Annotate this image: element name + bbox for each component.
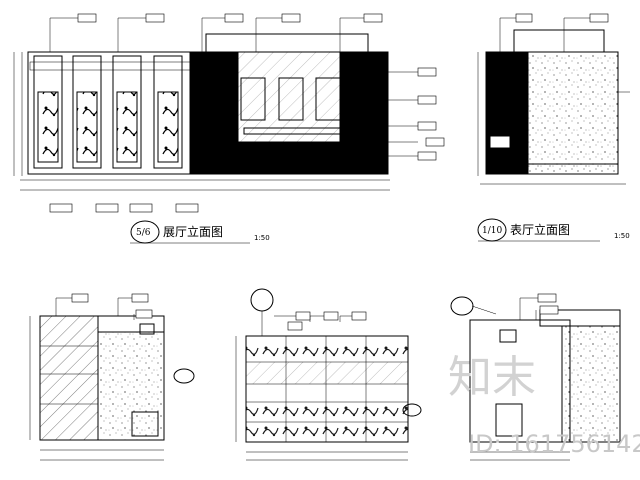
stall-doors xyxy=(29,55,191,169)
elevation-toilet-right xyxy=(450,293,621,461)
view-title-1: 5/6 展厅立面图 1:50 xyxy=(130,220,270,244)
elevation-toilet-left xyxy=(29,293,195,461)
elevation-main-hall xyxy=(13,13,445,213)
svg-text:表厅立面图: 表厅立面图 xyxy=(510,222,570,237)
elevation-tile-wall xyxy=(235,288,422,461)
svg-text:知末: 知末 xyxy=(448,352,536,403)
mirror-1 xyxy=(240,77,266,121)
svg-text:展厅立面图: 展厅立面图 xyxy=(163,224,223,239)
svg-text:1:50: 1:50 xyxy=(254,234,270,242)
svg-text:1/10: 1/10 xyxy=(482,226,502,236)
svg-text:5/6: 5/6 xyxy=(136,228,151,238)
svg-text:ID: 161756142: ID: 161756142 xyxy=(468,430,640,458)
elevation-side-hall xyxy=(477,13,630,185)
watermark: 知末 ID: 161756142 xyxy=(448,352,640,458)
mirror-2 xyxy=(278,77,304,121)
mirror-3 xyxy=(315,77,341,121)
svg-text:1:50: 1:50 xyxy=(614,232,630,240)
view-title-2: 1/10 表厅立面图 1:50 xyxy=(477,218,630,242)
